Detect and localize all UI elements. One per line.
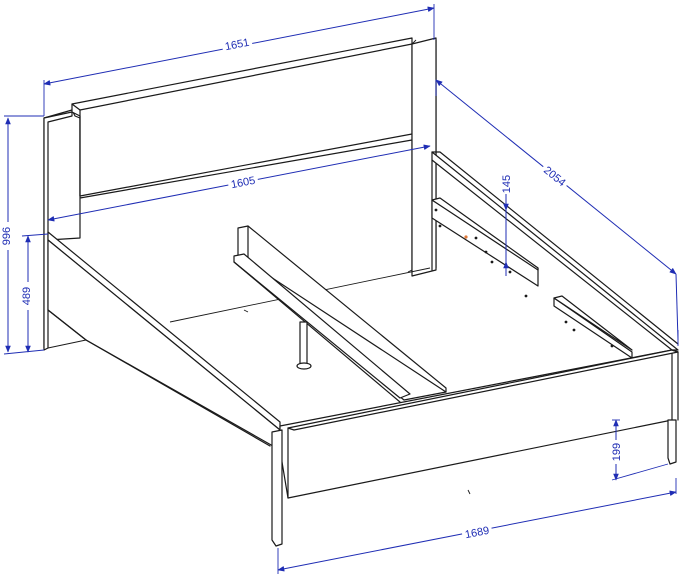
right-inner-ledger: [431, 197, 633, 359]
bed-frame: [43, 37, 679, 547]
dim-inner-width: 1605: [47, 144, 431, 222]
dimension-annotations: 1651 1605 2054 145: [1, 4, 679, 574]
dim-headboard-height-label: 996: [1, 227, 13, 245]
dim-side-height-label: 489: [21, 287, 33, 305]
dim-leg-clearance-label: 199: [611, 443, 623, 461]
headboard-cushion: [71, 37, 413, 197]
dim-footboard-width: 1689: [277, 478, 677, 574]
dim-side-height: 489: [20, 233, 49, 353]
dim-rail-height: 145: [501, 175, 513, 276]
footboard: [271, 349, 679, 547]
dim-overall-width: 1651: [43, 4, 435, 116]
center-leg: [299, 321, 308, 365]
dim-footboard-width-label: 1689: [464, 525, 490, 541]
dim-inner-width-label: 1605: [230, 175, 256, 191]
dim-leg-clearance: 199: [610, 419, 669, 481]
dim-headboard-height: 996: [1, 115, 45, 355]
center-beam: [233, 225, 447, 403]
dim-rail-height-label: 145: [501, 175, 513, 193]
footboard-right-leg: [667, 419, 677, 465]
footboard-left-leg: [271, 429, 283, 547]
dim-overall-width-label: 1651: [224, 37, 250, 53]
